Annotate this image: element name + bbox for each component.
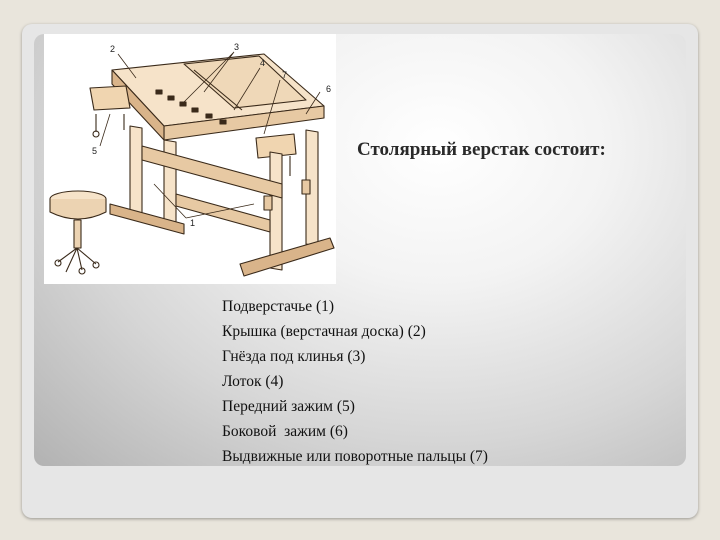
list-item: Подверстачье (1) (222, 298, 335, 315)
list-item: Гнёзда под клинья (3) (222, 348, 366, 365)
callout-3: 3 (234, 42, 239, 52)
list-item: Выдвижные или поворотные пальцы (7) (222, 448, 488, 465)
slide-title: Столярный верстак состоит: (357, 139, 606, 160)
list-item: Крышка (верстачная доска) (2) (222, 323, 426, 340)
callout-4: 4 (260, 58, 265, 68)
list-item: Лоток (4) (222, 373, 284, 390)
callout-6: 6 (326, 84, 331, 94)
workbench-drawing (89, 51, 335, 277)
workbench-illustration: 1 2 3 4 6 5 7 (44, 34, 336, 284)
list-item: Передний зажим (5) (222, 398, 355, 415)
stool-drawing (49, 190, 107, 275)
callout-2: 2 (110, 44, 115, 54)
callout-7: 7 (282, 70, 287, 80)
list-item: Боковой зажим (6) (222, 423, 348, 440)
callout-1: 1 (190, 218, 195, 228)
callout-5: 5 (92, 146, 97, 156)
parts-list: Подверстачье (1) Крышка (верстачная доск… (222, 294, 488, 469)
